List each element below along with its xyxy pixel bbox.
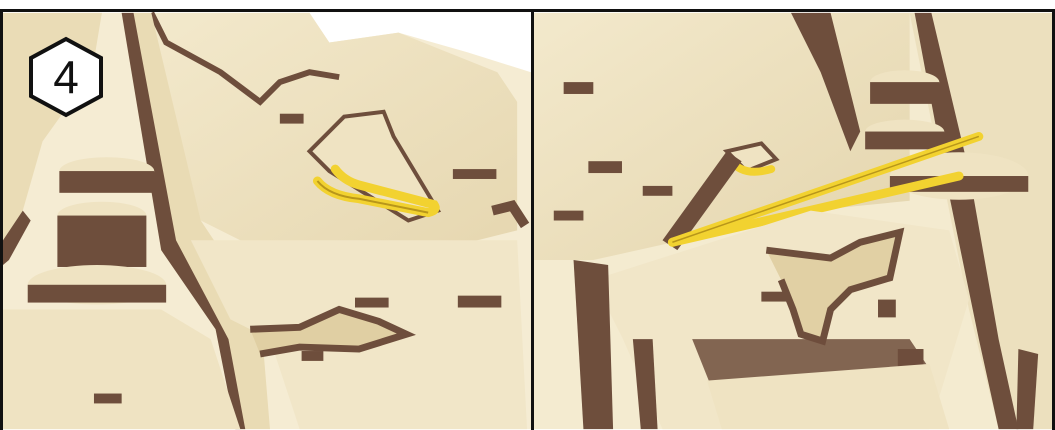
- step-number: 4: [25, 36, 107, 118]
- right-view-panel: [531, 9, 1055, 430]
- step-badge: 4: [25, 36, 107, 118]
- right-assembly-illustration: [534, 12, 1052, 430]
- left-view-panel: 4: [0, 9, 534, 430]
